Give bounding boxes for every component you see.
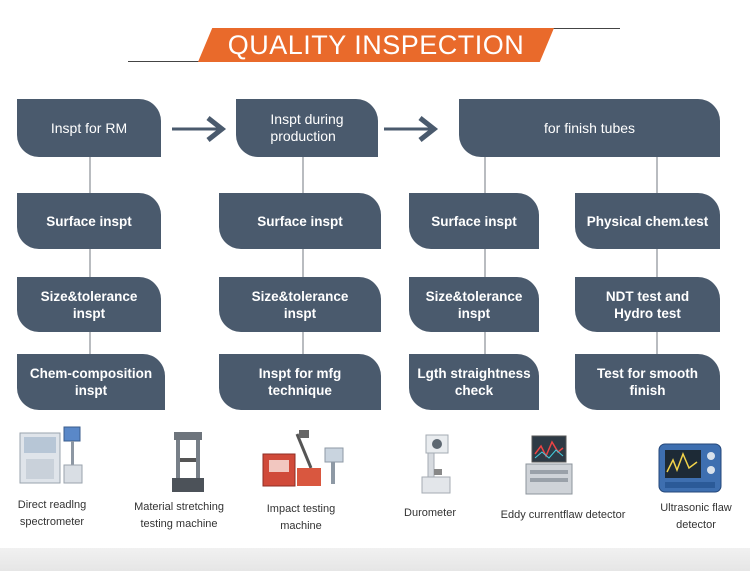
inspection-box: Lgth straightness check [409, 354, 539, 410]
inspection-label: Chem-composition inspt [29, 366, 153, 398]
stage-box-raw-material: Inspt for RM [17, 99, 161, 157]
impact-tester-icon [262, 430, 344, 487]
inspection-label: Surface inspt [257, 213, 343, 229]
inspection-box: Physical chem.test [575, 193, 720, 249]
inspection-box: Size&tolerance inspt [17, 277, 161, 332]
title-rule-right [540, 28, 620, 29]
inspection-box: Inspt for mfg technique [219, 354, 381, 410]
stage-box-production: Inspt during production [236, 99, 378, 157]
arrow-right-icon [384, 116, 439, 142]
inspection-label: Size&tolerance inspt [40, 288, 138, 321]
caption-text: Impact testing machine [266, 503, 336, 532]
equipment-caption: Direct readlng spectrometer [2, 497, 102, 531]
footer-shade [0, 548, 750, 571]
connector-line [484, 332, 486, 354]
tensile-machine-icon [172, 432, 204, 492]
inspection-label: Size&tolerance inspt [425, 288, 523, 321]
title-banner: QUALITY INSPECTION [198, 28, 554, 62]
caption-text: Durometer [404, 507, 456, 519]
stage-label: Inspt during production [270, 111, 344, 144]
connector-line [302, 249, 304, 277]
equipment-caption: Durometer [395, 505, 465, 522]
connector-line [302, 332, 304, 354]
connector-line [89, 157, 91, 193]
equipment-caption: Eddy currentflaw detector [490, 507, 636, 524]
inspection-box: Surface inspt [409, 193, 539, 249]
caption-text: Ultrasonic flaw detector [660, 502, 732, 531]
caption-text: Material stretching testing machine [134, 501, 224, 530]
caption-text: Direct readlng spectrometer [17, 499, 87, 528]
inspection-box: Size&tolerance inspt [409, 277, 539, 332]
connector-line [656, 332, 658, 354]
stage-label: Inspt for RM [50, 119, 128, 136]
ultrasonic-detector-icon [658, 443, 722, 493]
inspection-label: Size&tolerance inspt [251, 288, 349, 321]
inspection-label: Inspt for mfg technique [258, 366, 342, 398]
page-title: QUALITY INSPECTION [227, 29, 525, 60]
stage-box-finish-tubes: for finish tubes [459, 99, 720, 157]
connector-line [484, 249, 486, 277]
connector-line [89, 332, 91, 354]
inspection-box: Test for smooth finish [575, 354, 720, 410]
caption-text: Eddy currentflaw detector [500, 509, 626, 521]
eddy-current-detector-icon [525, 435, 573, 495]
inspection-label: NDT test and Hydro test [605, 288, 690, 321]
inspection-label: Lgth straightness check [417, 366, 531, 398]
inspection-label: Surface inspt [46, 213, 132, 229]
arrow-right-icon [172, 116, 227, 142]
inspection-label: Test for smooth finish [597, 366, 698, 398]
inspection-box: Chem-composition inspt [17, 354, 165, 410]
connector-line [484, 157, 486, 193]
spectrometer-icon [19, 426, 83, 484]
connector-line [656, 249, 658, 277]
inspection-box: Surface inspt [17, 193, 161, 249]
durometer-icon [421, 434, 451, 494]
connector-line [656, 157, 658, 193]
stage-label: for finish tubes [543, 119, 636, 136]
equipment-caption: Ultrasonic flaw detector [650, 500, 742, 534]
inspection-box: Surface inspt [219, 193, 381, 249]
title-rule-left [128, 61, 218, 62]
connector-line [302, 157, 304, 193]
inspection-label: Physical chem.test [586, 213, 709, 229]
inspection-box: Size&tolerance inspt [219, 277, 381, 332]
equipment-caption: Impact testing machine [252, 501, 350, 535]
inspection-label: Surface inspt [431, 213, 517, 229]
connector-line [89, 249, 91, 277]
inspection-box: NDT test and Hydro test [575, 277, 720, 332]
equipment-caption: Material stretching testing machine [124, 499, 234, 533]
